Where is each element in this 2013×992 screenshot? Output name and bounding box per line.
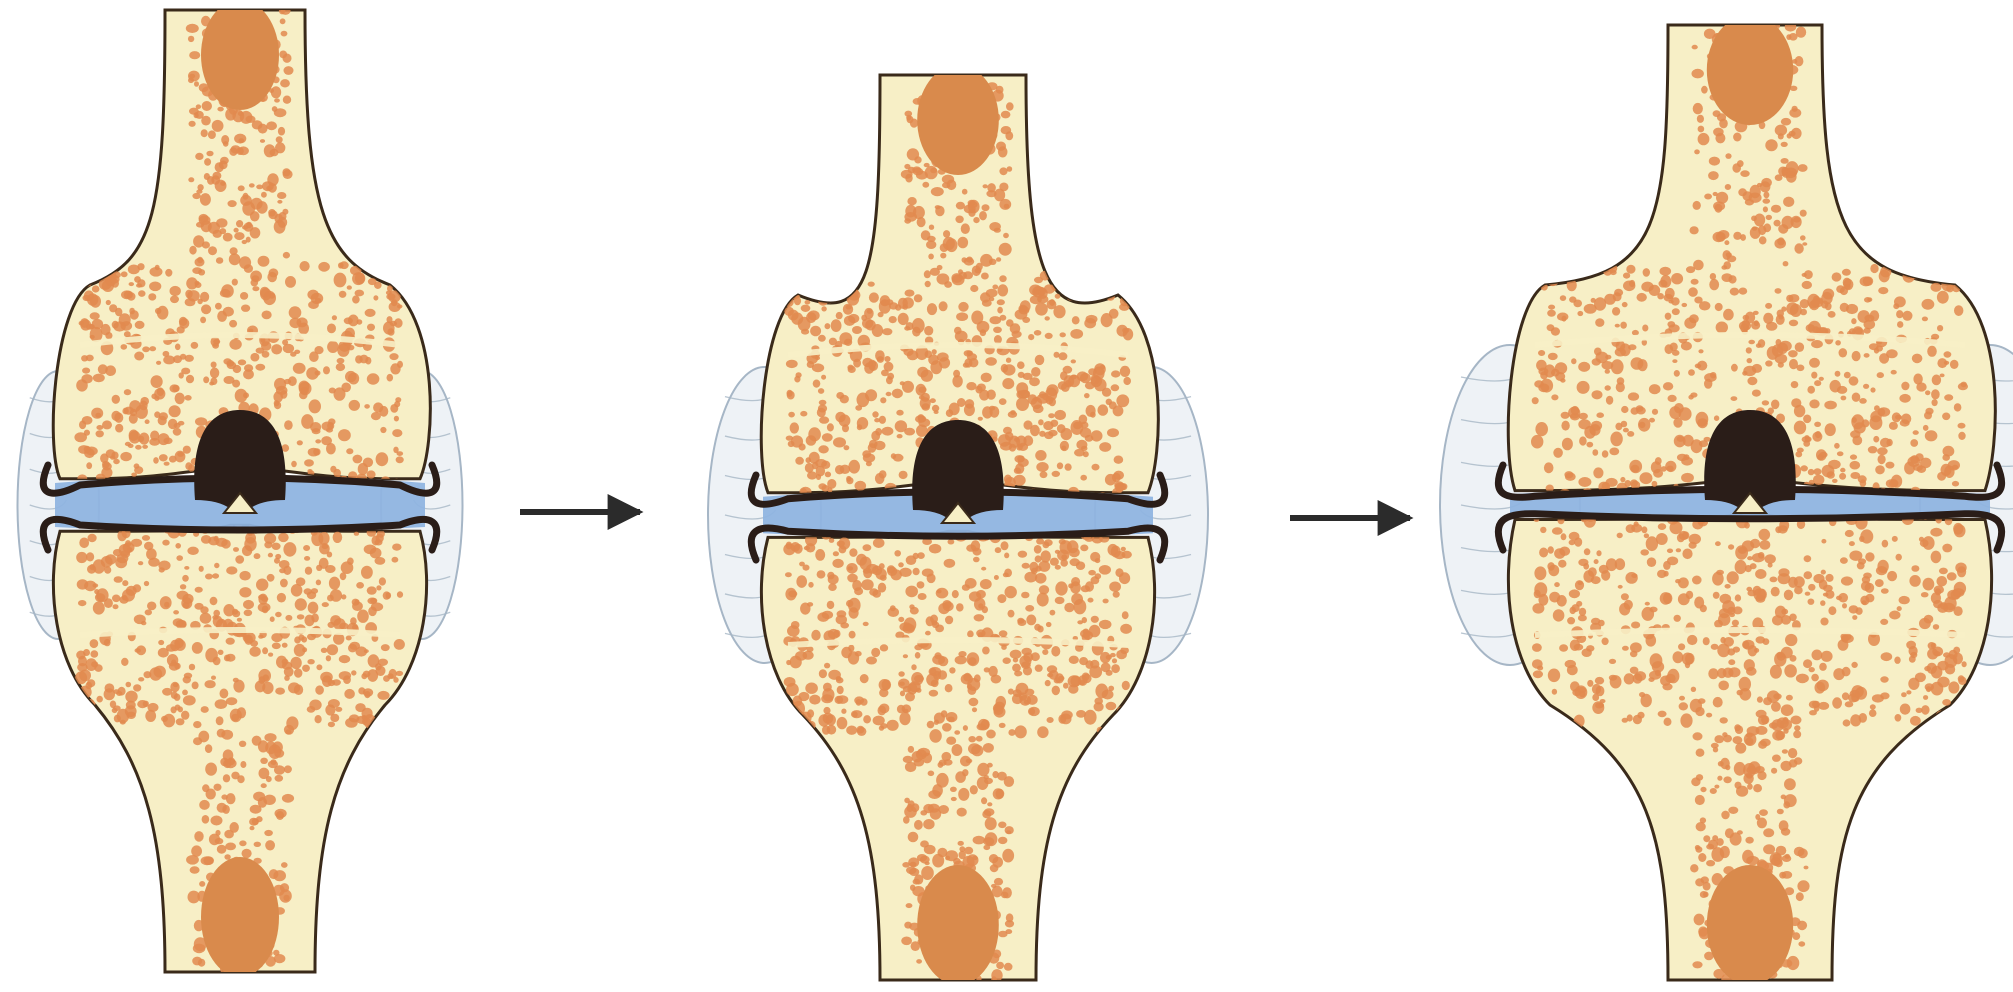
joint-stage-2	[708, 65, 1208, 985]
joint-stages	[18, 0, 2013, 985]
upper-marrow	[917, 65, 999, 175]
upper-marrow	[1707, 15, 1793, 125]
lower-marrow	[917, 865, 999, 985]
lower-marrow	[1707, 865, 1793, 985]
joint-stage-1	[18, 0, 463, 977]
upper-marrow	[201, 0, 279, 110]
lower-marrow	[201, 857, 279, 977]
joint-stage-3	[1440, 15, 2013, 985]
